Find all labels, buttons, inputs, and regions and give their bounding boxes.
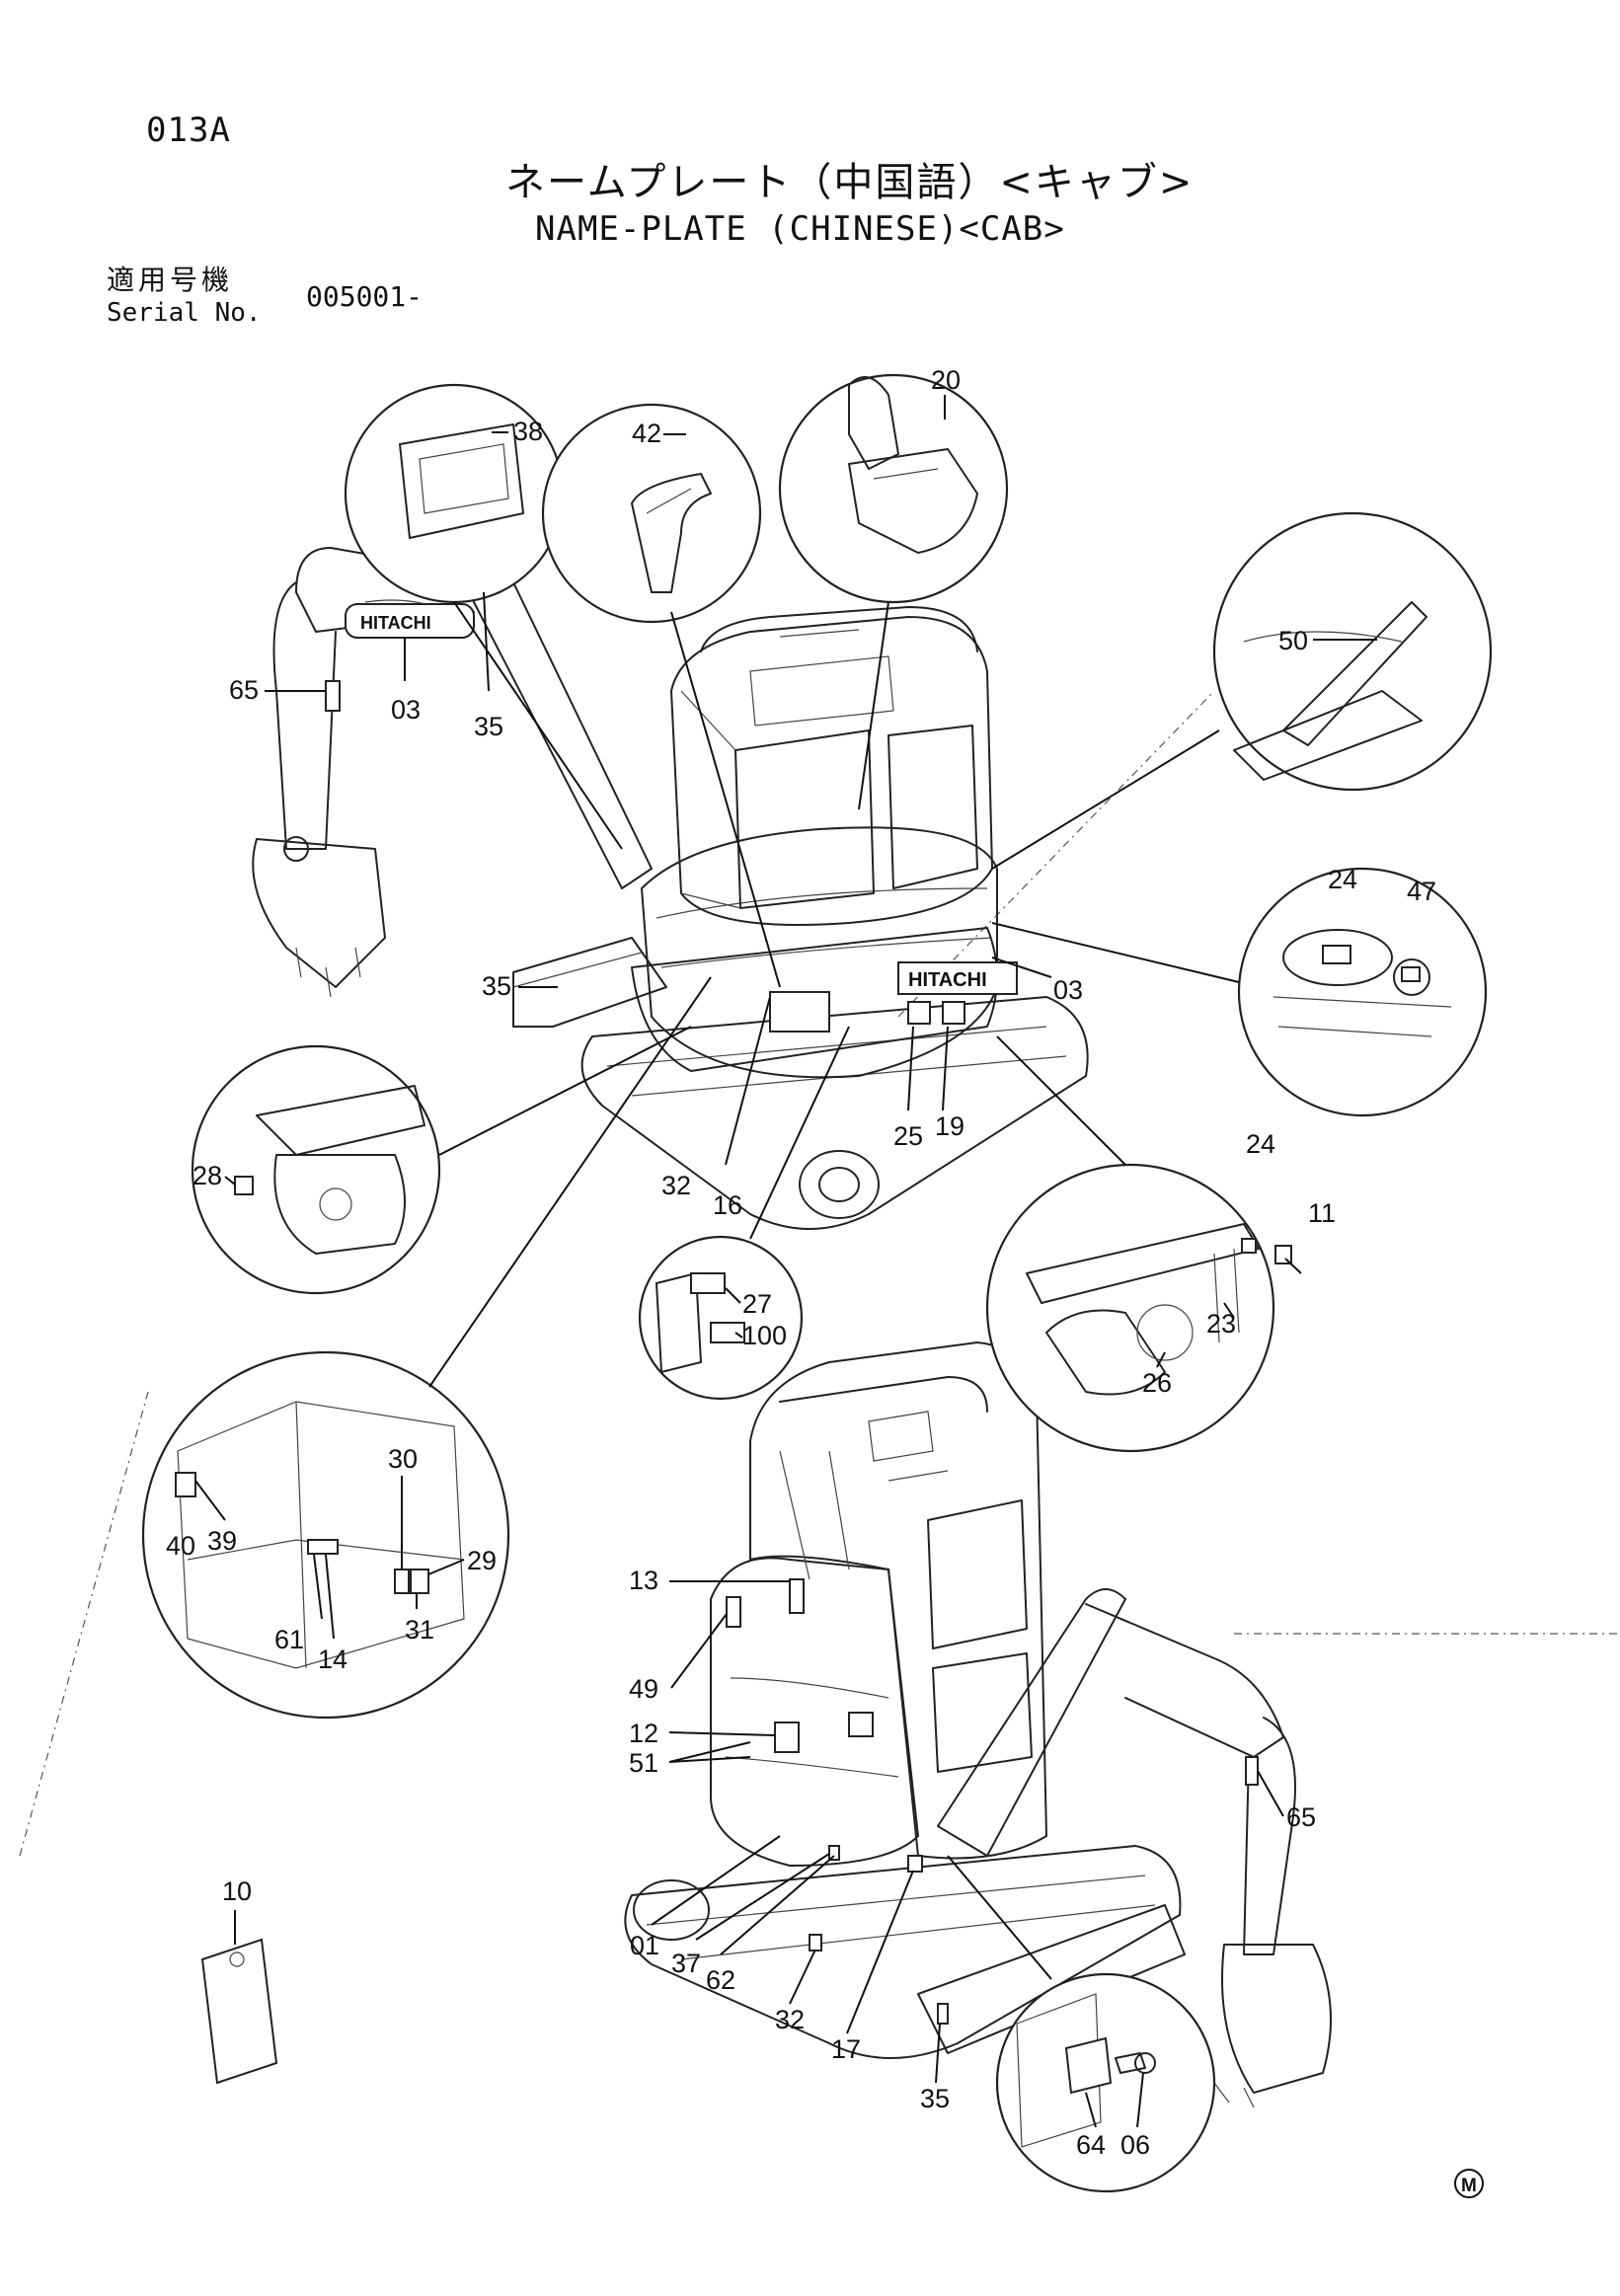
callout-49: 49 xyxy=(629,1674,658,1704)
brand-text-rear: HITACHI xyxy=(908,969,987,991)
callout-26: 26 xyxy=(1142,1368,1172,1398)
detail-circle-64-06 xyxy=(947,1855,1216,2193)
callout-37: 37 xyxy=(671,1949,701,1978)
leader-lines xyxy=(194,395,1377,2128)
callout-62: 62 xyxy=(706,1965,735,1995)
tag-10 xyxy=(200,1910,278,2085)
callout-100: 100 xyxy=(742,1321,787,1350)
plate-25 xyxy=(907,1001,931,1025)
hitachi-brand-plate-rear xyxy=(897,961,1018,995)
plate-11-detail xyxy=(1274,1245,1292,1264)
detail-circle-24-47 xyxy=(991,867,1488,1117)
excavator-lower-view xyxy=(624,1341,1332,2108)
serial-label-english: Serial No. xyxy=(107,298,262,328)
callout-11: 11 xyxy=(1308,1198,1336,1228)
callout-47: 47 xyxy=(1407,877,1436,906)
title-english: NAME-PLATE (CHINESE)<CAB> xyxy=(535,209,1065,249)
callout-24-upper: 24 xyxy=(1328,865,1357,894)
callout-16: 16 xyxy=(713,1190,742,1220)
plate-49 xyxy=(726,1596,741,1628)
plate-37 xyxy=(828,1845,840,1861)
callout-42: 42 xyxy=(632,419,661,448)
plate-65-lower xyxy=(1245,1756,1259,1786)
plate-29-detail xyxy=(410,1569,429,1594)
plate-35-lower xyxy=(937,2003,949,2025)
callout-23: 23 xyxy=(1206,1309,1236,1339)
callout-labels: 38 42 20 65 03 35 50 24 47 35 03 32 16 2… xyxy=(166,365,1436,2160)
footer-mark: M xyxy=(1454,2169,1484,2198)
plate-64-detail xyxy=(1064,2036,1113,2095)
reference-line xyxy=(19,1391,149,1857)
callout-51: 51 xyxy=(629,1748,658,1778)
callout-01: 01 xyxy=(630,1931,659,1960)
plate-19 xyxy=(942,1001,965,1025)
callout-25: 25 xyxy=(893,1121,923,1151)
callout-30: 30 xyxy=(388,1444,418,1474)
hitachi-brand-plate-arm xyxy=(345,603,475,639)
callout-35-lower: 35 xyxy=(920,2084,950,2113)
plate-28-detail xyxy=(234,1176,254,1195)
plate-27-detail xyxy=(690,1272,726,1294)
rear-light xyxy=(769,991,830,1033)
plate-65-upper xyxy=(325,680,341,712)
detail-circle-28 xyxy=(191,1026,692,1295)
callout-06: 06 xyxy=(1120,2130,1150,2160)
detail-circle-24-11-23-26 xyxy=(985,1035,1292,1453)
callout-24-detail: 24 xyxy=(1246,1129,1275,1159)
callout-28: 28 xyxy=(193,1161,222,1190)
callout-03-arm: 03 xyxy=(391,695,421,725)
plate-13 xyxy=(789,1578,805,1614)
footer-mark-letter: M xyxy=(1461,2176,1477,2196)
title-japanese: ネームプレート（中国語）<キャブ> xyxy=(505,160,1195,205)
detail-circle-20 xyxy=(778,373,1009,810)
callout-12: 12 xyxy=(629,1719,658,1748)
serial-number-value: 005001- xyxy=(306,280,424,313)
callout-14: 14 xyxy=(318,1645,347,1674)
callout-35-blade: 35 xyxy=(482,971,511,1001)
plate-17 xyxy=(907,1855,923,1873)
callout-38: 38 xyxy=(513,417,543,446)
detail-circle-29-40 xyxy=(141,976,712,1720)
plate-12b xyxy=(848,1712,874,1737)
reference-line xyxy=(897,690,1215,1018)
callout-61: 61 xyxy=(274,1625,304,1654)
excavator-upper-view: HITACHI HITACHI xyxy=(252,547,1089,1230)
callout-65-upper: 65 xyxy=(229,675,259,705)
callout-29: 29 xyxy=(467,1546,497,1575)
plate-24b-detail xyxy=(1241,1238,1257,1254)
brand-text-arm: HITACHI xyxy=(360,613,431,633)
callout-13: 13 xyxy=(629,1566,658,1595)
callout-35-boom: 35 xyxy=(474,712,503,741)
plate-40-detail xyxy=(175,1472,196,1497)
callout-27: 27 xyxy=(742,1289,772,1319)
callout-17: 17 xyxy=(831,2034,861,2064)
callout-64: 64 xyxy=(1076,2130,1106,2160)
callout-19: 19 xyxy=(935,1111,964,1141)
callout-40: 40 xyxy=(166,1531,195,1561)
callout-31: 31 xyxy=(405,1615,434,1645)
callout-50: 50 xyxy=(1278,626,1308,655)
callout-03-rear: 03 xyxy=(1053,975,1083,1005)
plate-61-detail xyxy=(307,1539,339,1555)
callout-65-lower: 65 xyxy=(1286,1802,1316,1832)
detail-circle-42 xyxy=(541,403,781,988)
serial-label-japanese: 適用号機 xyxy=(107,264,234,296)
callout-10: 10 xyxy=(222,1876,252,1906)
plate-47-detail xyxy=(1401,966,1421,982)
callout-39: 39 xyxy=(207,1526,237,1556)
plate-24-detail xyxy=(1322,945,1351,964)
plate-100-detail xyxy=(710,1322,745,1343)
callout-20: 20 xyxy=(931,365,961,395)
plate-30-detail xyxy=(394,1569,410,1594)
callout-32-upper: 32 xyxy=(661,1171,691,1200)
plate-32-lower xyxy=(809,1934,822,1952)
page-code: 013A xyxy=(146,111,231,150)
plate-12 xyxy=(774,1722,800,1753)
callout-32-lower: 32 xyxy=(775,2005,805,2034)
detail-circle-50 xyxy=(991,511,1493,870)
detail-circle-27-100 xyxy=(638,1026,850,1401)
